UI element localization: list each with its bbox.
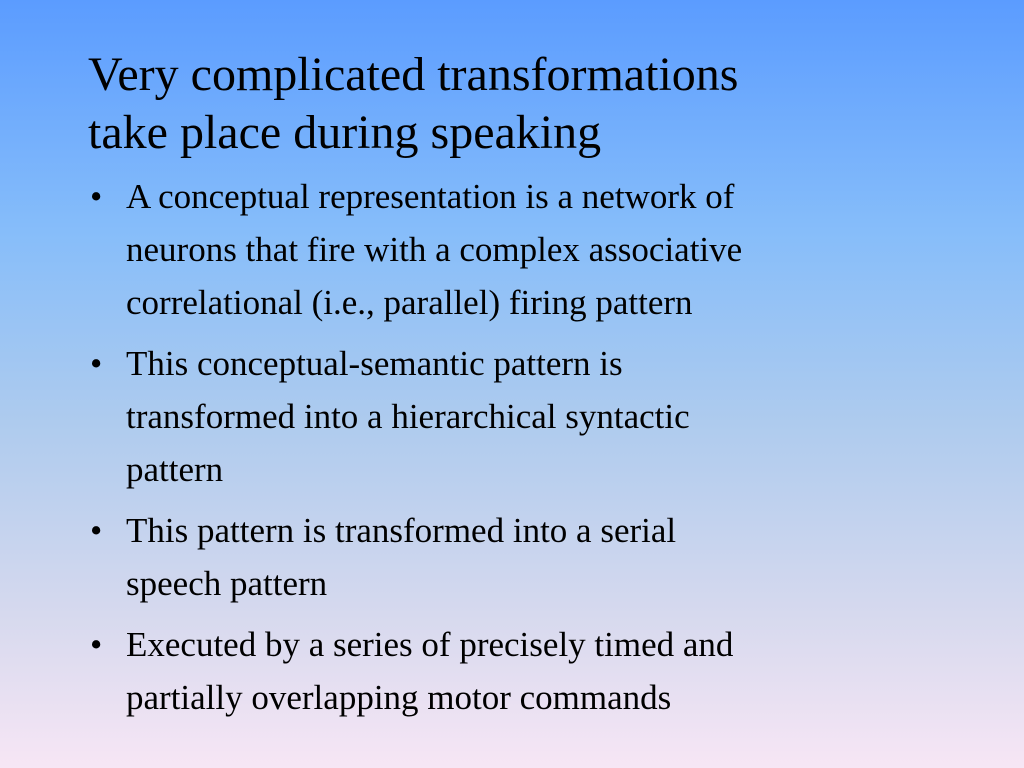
slide-title-line-2: take place during speaking	[88, 106, 602, 159]
bullet-text-line: This pattern is transformed into a seria…	[126, 511, 677, 550]
bullet-dot-icon: •	[90, 177, 103, 216]
bullet-text-line: neurons that fire with a complex associa…	[126, 230, 743, 269]
bullet-text-line: partially overlapping motor commands	[126, 678, 672, 717]
slide-title-line-1: Very complicated transformations	[88, 48, 739, 101]
bullet-text-line: transformed into a hierarchical syntacti…	[126, 397, 690, 436]
bullet-text-line: pattern	[126, 450, 224, 489]
bullet-text-line: Executed by a series of precisely timed …	[126, 625, 734, 664]
bullet-item-motor-commands: • Executed by a series of precisely time…	[90, 618, 950, 724]
bullet-list: • A conceptual representation is a netwo…	[90, 170, 950, 732]
bullet-item-conceptual-representation: • A conceptual representation is a netwo…	[90, 170, 950, 329]
bullet-text-line: correlational (i.e., parallel) firing pa…	[126, 283, 693, 322]
bullet-item-semantic-to-syntactic: • This conceptual-semantic pattern is tr…	[90, 337, 950, 496]
bullet-dot-icon: •	[90, 625, 103, 664]
bullet-item-serial-speech: • This pattern is transformed into a ser…	[90, 504, 950, 610]
bullet-text-line: This conceptual-semantic pattern is	[126, 344, 623, 383]
slide-title: Very complicated transformations take pl…	[88, 46, 988, 162]
bullet-dot-icon: •	[90, 344, 103, 383]
bullet-text-line: speech pattern	[126, 564, 328, 603]
bullet-text-line: A conceptual representation is a network…	[126, 177, 735, 216]
bullet-dot-icon: •	[90, 511, 103, 550]
